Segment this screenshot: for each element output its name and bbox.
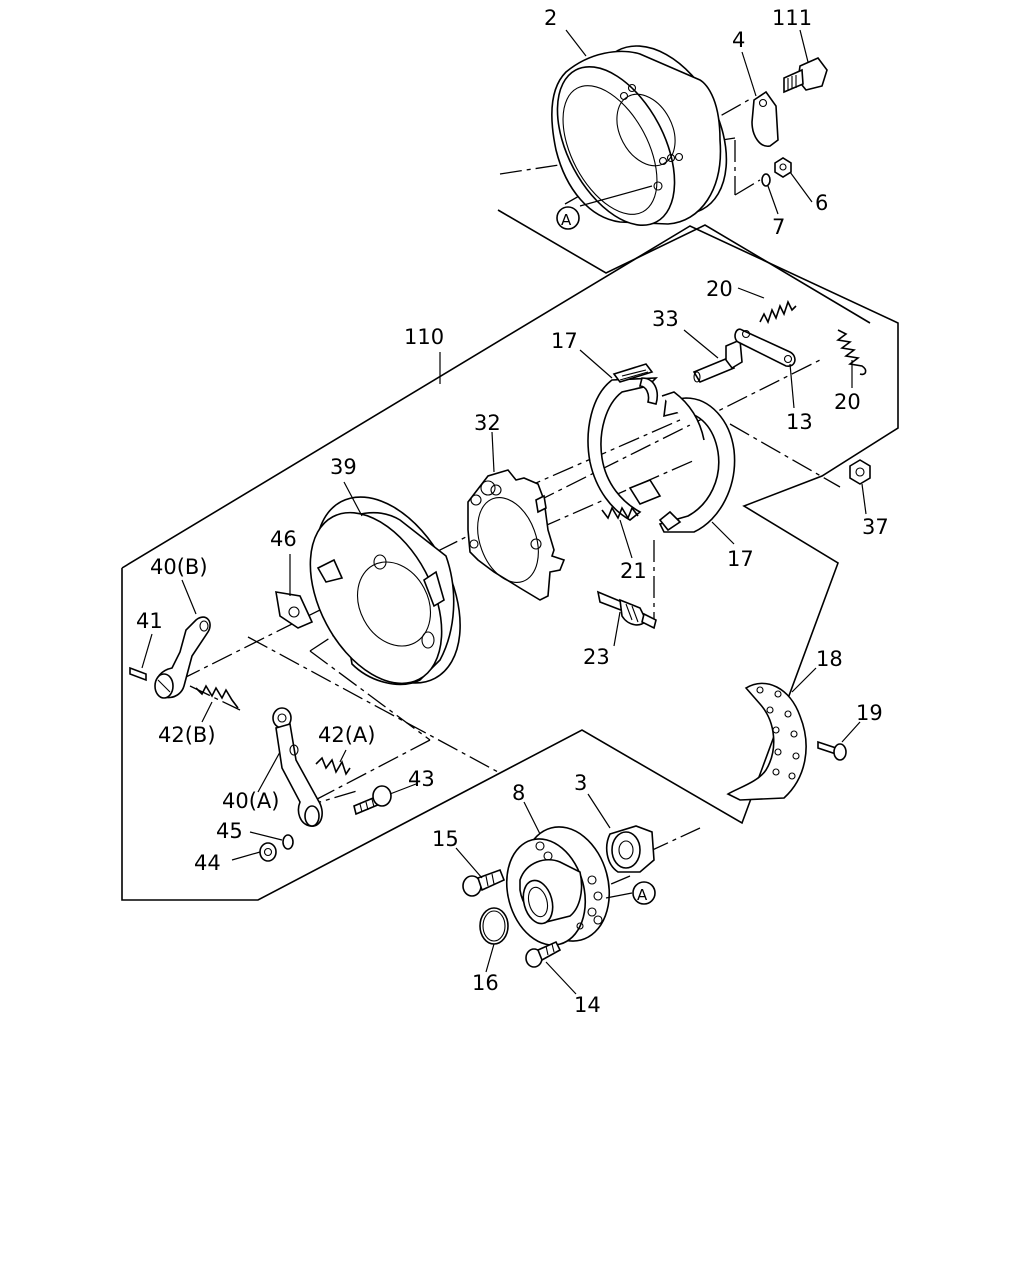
label-part-2: 2 <box>544 6 557 30</box>
label-part-14: 14 <box>574 993 601 1017</box>
label-part-43: 43 <box>408 767 435 791</box>
label-part-19: 19 <box>856 701 883 725</box>
label-part-42b: 42(B) <box>158 723 216 747</box>
spring-42B <box>195 684 239 709</box>
label-part-45: 45 <box>216 819 243 843</box>
label-part-20-upper: 20 <box>706 277 733 301</box>
o-ring-16 <box>479 907 509 945</box>
label-part-17-lower: 17 <box>727 547 754 571</box>
rivet-19 <box>817 740 847 761</box>
brake-drum <box>551 45 728 227</box>
assembly-outline-drum <box>497 209 871 324</box>
brake-shoe-lower <box>658 391 736 533</box>
label-part-21: 21 <box>620 559 647 583</box>
backing-plate-32 <box>467 469 566 601</box>
bolt-111 <box>783 57 828 94</box>
label-reference-a-top: A <box>561 211 572 229</box>
label-part-110: 110 <box>404 325 444 349</box>
brake-plate-39 <box>309 496 461 686</box>
label-part-15: 15 <box>432 827 459 851</box>
label-part-20-right: 20 <box>834 390 861 414</box>
label-part-44: 44 <box>194 851 221 875</box>
label-part-39: 39 <box>330 455 357 479</box>
label-part-46: 46 <box>270 527 297 551</box>
part-labels: 2 111 4 6 7 A 110 17 33 20 20 13 32 39 3… <box>136 6 889 1017</box>
leader-lines <box>141 29 867 995</box>
spring-20-right <box>836 329 867 376</box>
adjuster-23 <box>596 590 657 630</box>
label-part-3: 3 <box>574 771 587 795</box>
label-part-13: 13 <box>786 410 813 434</box>
brake-band-18 <box>726 682 807 801</box>
spring-42A <box>315 756 351 776</box>
label-part-4: 4 <box>732 28 745 52</box>
pin-41 <box>129 666 147 682</box>
bolt-14 <box>525 940 562 968</box>
spring-20-upper <box>759 299 797 325</box>
assembly-outline-110 <box>121 225 899 901</box>
hub-nut-3 <box>605 825 655 873</box>
link-plate-13 <box>734 328 796 367</box>
label-part-16: 16 <box>472 971 499 995</box>
label-part-41: 41 <box>136 609 163 633</box>
bolt-15 <box>462 868 506 897</box>
plate-46 <box>275 591 314 629</box>
nut-44 <box>259 842 277 862</box>
label-part-8: 8 <box>512 781 525 805</box>
label-part-40b: 40(B) <box>150 555 208 579</box>
washer-45 <box>282 834 294 850</box>
label-part-42a: 42(A) <box>318 723 375 747</box>
bracket-4 <box>751 90 779 147</box>
lever-40A <box>272 707 323 827</box>
label-reference-a-bottom: A <box>637 886 648 904</box>
brake-shoe-upper <box>587 363 662 521</box>
label-part-111: 111 <box>772 6 812 30</box>
label-part-18: 18 <box>816 647 843 671</box>
reference-mark-a-top-circle <box>556 206 580 230</box>
pin-33 <box>692 338 743 384</box>
label-part-32: 32 <box>474 411 501 435</box>
reference-mark-a-bottom-circle <box>632 881 656 905</box>
nut-6 <box>774 157 792 178</box>
label-part-17-upper: 17 <box>551 329 578 353</box>
label-part-6: 6 <box>815 191 828 215</box>
washer-7 <box>761 173 771 187</box>
label-part-40a: 40(A) <box>222 789 279 813</box>
label-part-23: 23 <box>583 645 610 669</box>
label-part-33: 33 <box>652 307 679 331</box>
nut-37 <box>849 459 871 485</box>
bolt-43 <box>353 785 392 816</box>
spring-21 <box>601 506 639 520</box>
hub-flange-8 <box>505 826 611 946</box>
lever-40B <box>154 616 211 699</box>
label-part-37: 37 <box>862 515 889 539</box>
label-part-7: 7 <box>772 215 785 239</box>
